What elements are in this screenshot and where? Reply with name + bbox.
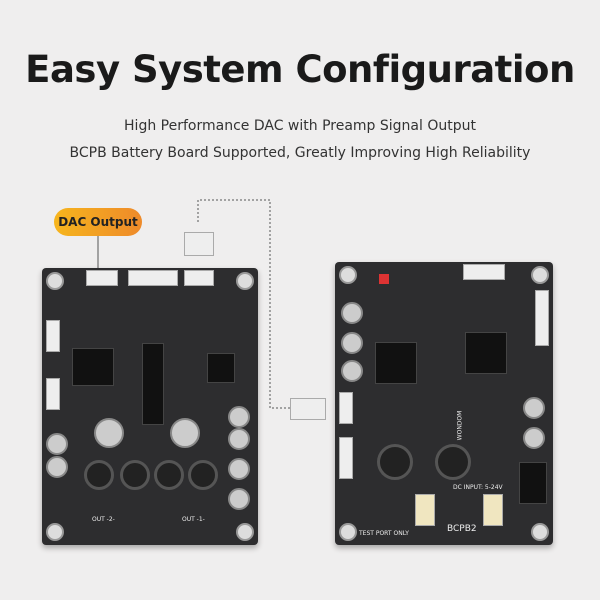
- dac-output-badge: DAC Output: [54, 208, 142, 236]
- cable-connector-side: [290, 398, 326, 420]
- dc-input-label: DC INPUT: 5-24V: [453, 484, 503, 491]
- model-label: BCPB2: [447, 524, 477, 534]
- out1-label: OUT -1-: [182, 516, 205, 523]
- test-port-label: TEST PORT ONLY: [359, 530, 409, 537]
- bcpb-battery-board: WONDOM DC INPUT: 5-24V BCPB2 TEST PORT O…: [335, 262, 553, 545]
- cable-connector-top: [184, 232, 214, 256]
- subtitle-line-1: High Performance DAC with Preamp Signal …: [124, 118, 476, 134]
- dac-output-connector: [86, 270, 118, 286]
- brand-label: WONDOM: [456, 410, 464, 441]
- subtitle-line-2: BCPB Battery Board Supported, Greatly Im…: [69, 145, 531, 161]
- page-title: Easy System Configuration: [25, 48, 575, 91]
- out2-label: OUT -2-: [92, 516, 115, 523]
- dac-board: OUT -2- OUT -1-: [42, 268, 258, 545]
